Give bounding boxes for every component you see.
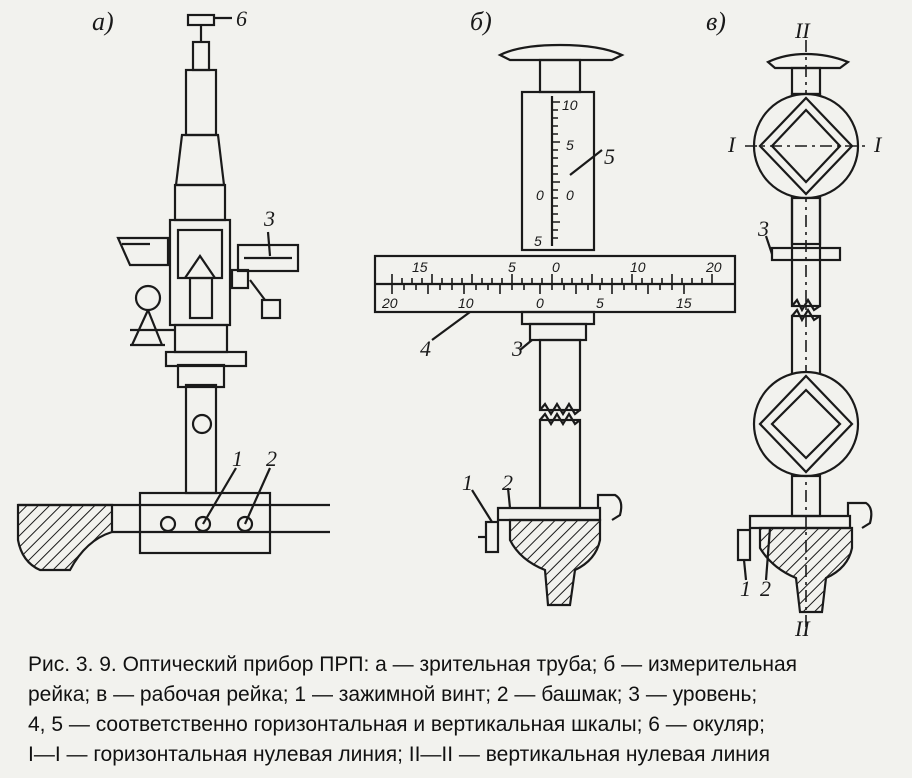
callout-a-clamp-screw: 1 (232, 446, 243, 471)
horizontal-scale-top-label: 0 (552, 259, 560, 275)
vertical-scale-label: 0 (536, 187, 544, 203)
horizontal-scale-ticks (391, 274, 713, 294)
line-I-left-label: I (727, 132, 737, 157)
line-I-right-label: I (873, 132, 883, 157)
callout-a-level: 3 (263, 206, 275, 231)
callout-b-clamp-screw: 1 (462, 470, 473, 495)
horizontal-scale-top-label: 20 (705, 259, 722, 275)
vertical-scale-ticks (552, 101, 560, 239)
caption-line: I—I — горизонтальная нулевая линия; II—I… (28, 743, 770, 766)
callout-b-shoe: 2 (502, 470, 513, 495)
callout-a-shoe: 2 (266, 446, 277, 471)
vertical-scale-label: 5 (566, 137, 574, 153)
diagram-drawing: а) б) в) 6 3 1 2 5 4 3 1 2 3 1 2 I I II … (16, 6, 883, 641)
horizontal-scale-top-label: 15 (412, 259, 428, 275)
horizontal-scale-bottom-label: 20 (381, 295, 398, 311)
horizontal-scale-bottom-label: 15 (676, 295, 692, 311)
callout-v-clamp-screw: 1 (740, 576, 751, 601)
panel-label-v: в) (706, 7, 726, 36)
callout-b-level: 3 (511, 336, 523, 361)
horizontal-scale-top-label: 10 (630, 259, 646, 275)
callout-v-shoe: 2 (760, 576, 771, 601)
figure-caption: Рис. 3. 9. Оптический прибор ПРП: а — зр… (28, 650, 894, 770)
vertical-scale-label: 5 (534, 233, 542, 249)
horizontal-scale-bottom-label: 10 (458, 295, 474, 311)
horizontal-scale-bottom-label: 5 (596, 295, 604, 311)
panel-a-telescope (16, 13, 330, 572)
callout-b-horizontal-scale: 4 (420, 336, 431, 361)
panel-label-a: а) (92, 7, 114, 36)
caption-line: Рис. 3. 9. Оптический прибор ПРП: а — зр… (28, 653, 798, 676)
line-II-top-label: II (794, 18, 811, 43)
panel-v-working-staff (736, 40, 873, 640)
horizontal-scale-top-label: 5 (508, 259, 516, 275)
panel-label-b: б) (470, 7, 492, 36)
callout-a-eyepiece: 6 (236, 6, 247, 31)
caption-line: рейка; в — рабочая рейка; 1 — зажимной в… (28, 683, 758, 706)
line-II-bottom-label: II (794, 616, 811, 641)
vertical-scale-label: 10 (562, 97, 578, 113)
caption-line: 4, 5 — соответственно горизонтальная и в… (28, 713, 765, 736)
vertical-scale-label: 0 (566, 187, 574, 203)
panel-b-measuring-staff (373, 43, 737, 607)
horizontal-scale-bottom-label: 0 (536, 295, 544, 311)
callout-b-vertical-scale: 5 (604, 144, 615, 169)
callout-v-level: 3 (757, 216, 769, 241)
